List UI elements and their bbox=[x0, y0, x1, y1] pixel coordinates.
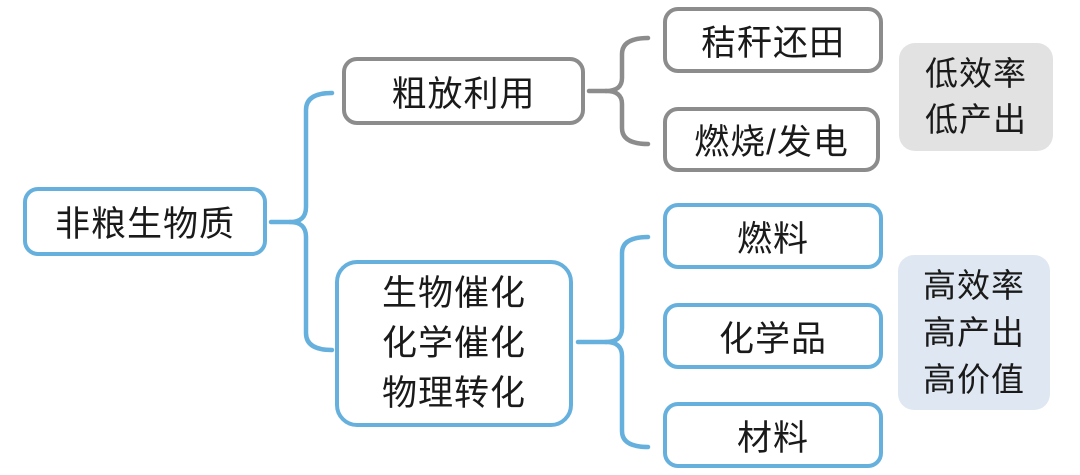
node-conversion-line-2: 化学催化 bbox=[381, 323, 526, 363]
node-fuel: 燃料 bbox=[663, 203, 883, 269]
brace-conversion-to-products bbox=[575, 234, 651, 450]
brace-root-to-branches bbox=[268, 90, 335, 353]
node-chemicals-label: 化学品 bbox=[718, 319, 827, 359]
brace-extensive-to-outputs bbox=[586, 35, 651, 147]
node-conversion-methods: 生物催化 化学催化 物理转化 bbox=[335, 260, 573, 427]
outcome-high-line-3: 高价值 bbox=[923, 361, 1025, 398]
outcome-high-line-1: 高效率 bbox=[923, 267, 1025, 304]
outcome-high-line-2: 高产出 bbox=[923, 314, 1025, 351]
node-combustion-power: 燃烧/发电 bbox=[663, 107, 880, 172]
node-root-label: 非粮生物质 bbox=[54, 205, 235, 244]
node-materials: 材料 bbox=[663, 402, 883, 468]
node-straw-label: 秸秆还田 bbox=[700, 23, 845, 63]
node-chemicals: 化学品 bbox=[663, 303, 883, 369]
node-conversion-line-1: 生物催化 bbox=[381, 273, 526, 313]
node-straw-return: 秸秆还田 bbox=[663, 7, 883, 73]
node-root-biomass: 非粮生物质 bbox=[23, 187, 267, 256]
node-fuel-label: 燃料 bbox=[736, 219, 809, 259]
outcome-high-efficiency: 高效率 高产出 高价值 bbox=[898, 255, 1050, 410]
node-materials-label: 材料 bbox=[736, 418, 809, 458]
node-burn-label: 燃烧/发电 bbox=[694, 123, 849, 162]
node-extensive-label: 粗放利用 bbox=[391, 74, 536, 114]
outcome-low-line-1: 低效率 bbox=[925, 55, 1027, 92]
outcome-low-efficiency: 低效率 低产出 bbox=[899, 43, 1053, 151]
outcome-low-line-2: 低产出 bbox=[925, 101, 1027, 138]
node-extensive-utilization: 粗放利用 bbox=[342, 57, 585, 125]
node-conversion-line-3: 物理转化 bbox=[381, 373, 526, 413]
